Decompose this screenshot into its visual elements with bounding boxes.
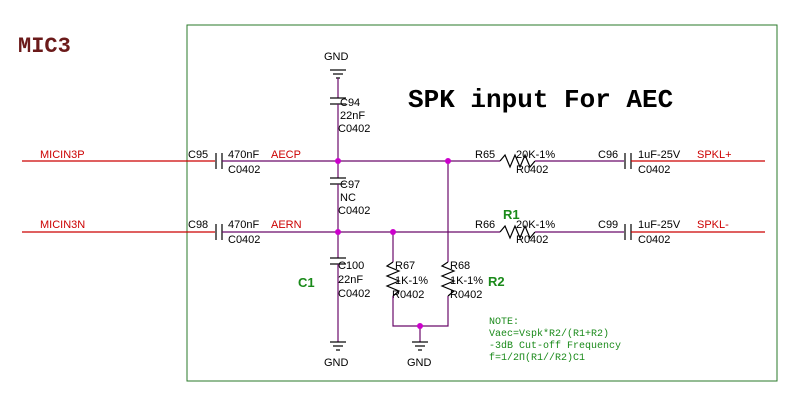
spkln-label: SPKL- [697,219,729,231]
r68-ref: R68 [450,260,470,272]
r66-resistor [499,224,536,240]
gnd-top-symbol [330,69,346,79]
gnd-bottom-right-label: GND [407,357,432,369]
r2-annotation: R2 [488,274,505,289]
c94-ref: C94 [340,97,360,109]
note-line-3: -3dB Cut-off Frequency [489,340,621,352]
aecp-label: AECP [271,149,301,161]
junction-aern-r67 [390,229,396,235]
c96-capacitor [624,153,632,169]
c96-package: C0402 [638,164,670,176]
r65-resistor [499,153,536,169]
r68-package: R0402 [450,289,482,301]
r65-ref: R65 [475,149,495,161]
r68-resistor [440,261,456,297]
note-line-4: f=1/2Π(R1//R2)C1 [489,352,585,364]
r66-package: R0402 [516,234,548,246]
c99-package: C0402 [638,234,670,246]
junction-gnd [417,323,423,329]
junction-aecp-r68 [445,158,451,164]
c95-package: C0402 [228,164,260,176]
c99-capacitor [624,224,632,240]
r66-ref: R66 [475,219,495,231]
r65-value: 20K-1% [516,149,555,161]
c95-ref: C95 [188,149,208,161]
r68-value: 1K-1% [450,275,483,287]
r65-package: R0402 [516,164,548,176]
c98-capacitor [215,224,223,240]
gnd-bottom-left-label: GND [324,357,349,369]
c98-package: C0402 [228,234,260,246]
c94-package: C0402 [338,123,370,135]
c97-ref: C97 [340,179,360,191]
r67-resistor [385,261,401,297]
c95-capacitor [215,153,223,169]
spklp-label: SPKL+ [697,149,732,161]
c95-value: 470nF [228,149,259,161]
c99-value: 1uF-25V [638,219,681,231]
gnd-bottom-left-symbol [330,341,346,351]
c98-value: 470nF [228,219,259,231]
micin3p-label: MICIN3P [40,149,85,161]
r66-value: 20K-1% [516,219,555,231]
gnd-top-label: GND [324,51,349,63]
r1-annotation: R1 [503,207,520,222]
c100-ref: C100 [338,260,364,272]
c100-package: C0402 [338,288,370,300]
c96-value: 1uF-25V [638,149,681,161]
c99-ref: C99 [598,219,618,231]
section-label: MIC3 [18,34,71,59]
c97-value: NC [340,192,356,204]
r67-ref: R67 [395,260,415,272]
gnd-bottom-right-symbol [412,341,428,351]
junction-aern-c100 [335,229,341,235]
c97-package: C0402 [338,205,370,217]
aern-label: AERN [271,219,302,231]
junction-aecp-c94 [335,158,341,164]
c96-ref: C96 [598,149,618,161]
c94-value: 22nF [340,110,365,122]
micin3n-label: MICIN3N [40,219,85,231]
c100-value: 22nF [338,274,363,286]
note-line-2: Vaec=Vspk*R2/(R1+R2) [489,328,609,340]
c98-ref: C98 [188,219,208,231]
note-line-1: NOTE: [489,317,519,328]
c1-annotation: C1 [298,275,315,290]
schematic-frame [186,24,778,382]
r67-package: R0402 [392,289,424,301]
r67-value: 1K-1% [395,275,428,287]
schematic-title: SPK input For AEC [408,85,673,115]
